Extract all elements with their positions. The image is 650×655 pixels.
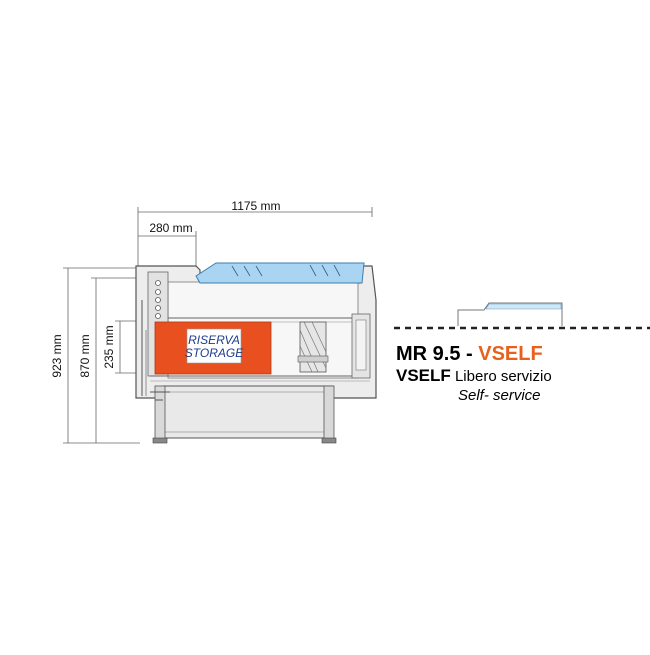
height-counter-label: 870 mm [78, 334, 92, 377]
model-subtitle-en: Self- service [458, 387, 541, 404]
width-dimension-total: 1175 mm [137, 199, 373, 266]
model-subtitle-it: Libero servizio [450, 368, 552, 385]
storage-compartment: RISERVA STORAGE [154, 321, 272, 375]
cabinet-base [150, 385, 337, 444]
storage-label-line2: STORAGE [185, 346, 244, 360]
model-subtitle-code: VSELF [396, 366, 451, 385]
model-title: MR 9.5 - VSELF [396, 343, 636, 365]
height-dimension-counter: 870 mm [78, 277, 140, 443]
width-partial-label: 280 mm [149, 221, 192, 235]
height-storage-label: 235 mm [102, 325, 116, 368]
model-subtitle: VSELF Libero servizio [396, 366, 636, 386]
profile-thumbnail-icon [457, 302, 563, 326]
storage-label-line1: RISERVA [188, 333, 240, 347]
height-total-label: 923 mm [50, 334, 64, 377]
glass-top [195, 262, 365, 284]
width-total-label: 1175 mm [231, 199, 280, 213]
model-code: MR 9.5 - [396, 343, 479, 365]
height-dimension-total: 923 mm [50, 267, 140, 444]
hatched-compartment [297, 321, 329, 373]
width-dimension-partial: 280 mm [138, 221, 197, 268]
model-info: MR 9.5 - VSELF VSELF Libero servizio Sel… [396, 343, 636, 405]
control-knobs [155, 280, 161, 319]
model-variant: VSELF [478, 343, 543, 365]
